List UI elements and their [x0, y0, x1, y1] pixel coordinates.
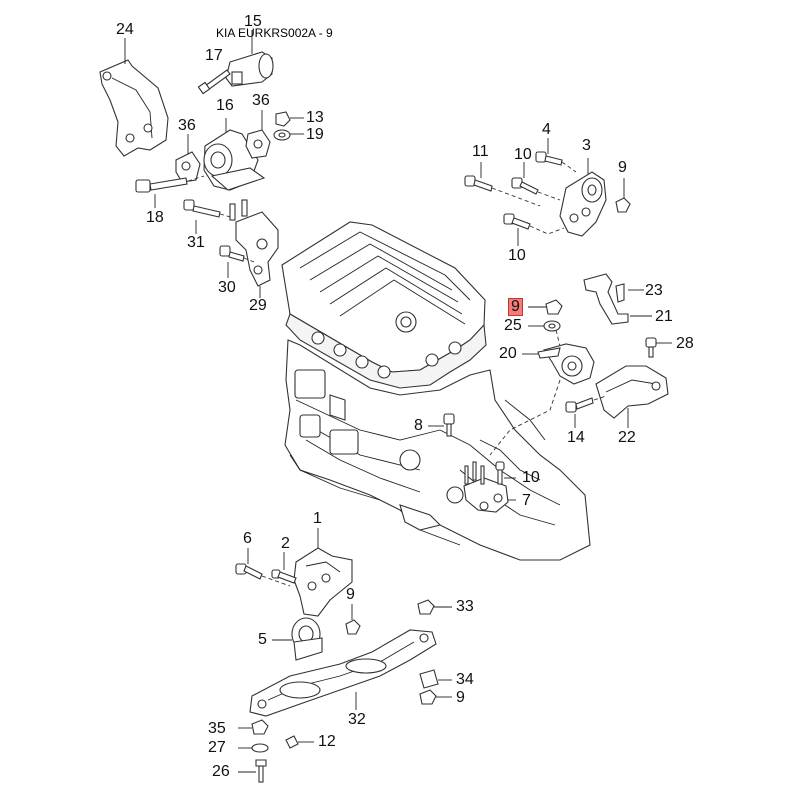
callout-23: 23: [645, 282, 663, 299]
bolt-18: [135, 175, 205, 208]
mount-16: [203, 118, 266, 191]
callout-3: 3: [582, 137, 591, 154]
crossmember-32: [249, 629, 437, 717]
callout-31: 31: [187, 234, 205, 251]
callout-18: 18: [146, 209, 164, 226]
callout-1: 1: [313, 510, 322, 527]
callout-9-right: 9: [456, 689, 465, 706]
callout-17: 17: [205, 47, 223, 64]
bolt-17: [197, 69, 231, 95]
callout-26: 26: [212, 763, 230, 780]
sensor-15: [225, 30, 274, 87]
callout-8: 8: [414, 417, 423, 434]
callout-10-lower: 10: [508, 247, 526, 264]
callout-2: 2: [281, 535, 290, 552]
bolt-10-middle: [495, 461, 516, 485]
bolt-11: [464, 162, 541, 207]
guide-line-20: [489, 379, 561, 456]
mount-3: [559, 158, 607, 237]
bracket-29: [229, 199, 279, 298]
nut-9-top: [615, 178, 631, 213]
bolt-12: [285, 735, 314, 749]
washer-36-right: [245, 110, 271, 159]
callout-35: 35: [208, 720, 226, 737]
callout-27: 27: [208, 739, 226, 756]
bracket-1: [293, 528, 353, 617]
callout-4: 4: [542, 121, 551, 138]
callout-19: 19: [306, 126, 324, 143]
callout-7: 7: [522, 492, 531, 509]
bolt-28: [645, 337, 672, 358]
nut-35: [238, 719, 269, 735]
bracket-24: [99, 38, 169, 157]
callout-10-middle: 10: [522, 469, 540, 486]
washer-19: [273, 129, 304, 141]
bolt-4: [535, 138, 577, 173]
callout-28: 28: [676, 335, 694, 352]
callout-20: 20: [499, 345, 517, 362]
callout-29: 29: [249, 297, 267, 314]
callout-25: 25: [504, 317, 522, 334]
callout-14: 14: [567, 429, 585, 446]
bolt-10-lower: [503, 213, 565, 246]
callout-11: 11: [472, 143, 489, 160]
nut-9-right: [419, 689, 452, 705]
nut-13: [275, 111, 304, 127]
bolt-23: [615, 283, 644, 303]
bolt-14: [565, 395, 607, 428]
callout-9-top: 9: [618, 159, 627, 176]
callout-9-highlighted: 9: [508, 298, 523, 316]
diagram-title: KIA EURKRS002A - 9: [216, 26, 333, 40]
nut-9-highlighted: [528, 299, 563, 315]
callout-5: 5: [258, 631, 267, 648]
callout-34: 34: [456, 671, 474, 688]
bolt-26: [238, 759, 267, 783]
callout-10-top: 10: [514, 146, 532, 163]
callout-12: 12: [318, 733, 336, 750]
callout-36-left: 36: [178, 117, 196, 134]
bracket-22: [595, 365, 669, 428]
callout-24: 24: [116, 21, 134, 38]
callout-33: 33: [456, 598, 474, 615]
callout-22: 22: [618, 429, 636, 446]
bolt-6: [235, 548, 291, 587]
bolt-8: [428, 413, 455, 437]
washer-25: [528, 320, 561, 332]
bolt-30: [219, 245, 255, 278]
mount-20: [522, 329, 595, 385]
callout-36-right: 36: [252, 92, 270, 109]
nut-33: [417, 599, 452, 615]
callout-13: 13: [306, 109, 324, 126]
callout-9-left: 9: [346, 586, 355, 603]
bolt-31: [183, 199, 235, 234]
nut-9-left: [345, 604, 361, 635]
bush-34: [419, 669, 452, 689]
callout-30: 30: [218, 279, 236, 296]
callout-16: 16: [216, 97, 234, 114]
bolt-2: [271, 552, 297, 584]
callout-6: 6: [243, 530, 252, 547]
washer-27: [238, 743, 269, 753]
washer-36-left: [175, 134, 201, 183]
callout-15: 15: [244, 13, 262, 30]
bracket-21: [583, 273, 652, 325]
bracket-7: [463, 461, 516, 513]
bolt-10-top: [511, 162, 561, 201]
mount-5: [272, 617, 323, 661]
engine-assembly: [281, 221, 591, 561]
callout-32: 32: [348, 711, 366, 728]
callout-21: 21: [655, 308, 673, 325]
